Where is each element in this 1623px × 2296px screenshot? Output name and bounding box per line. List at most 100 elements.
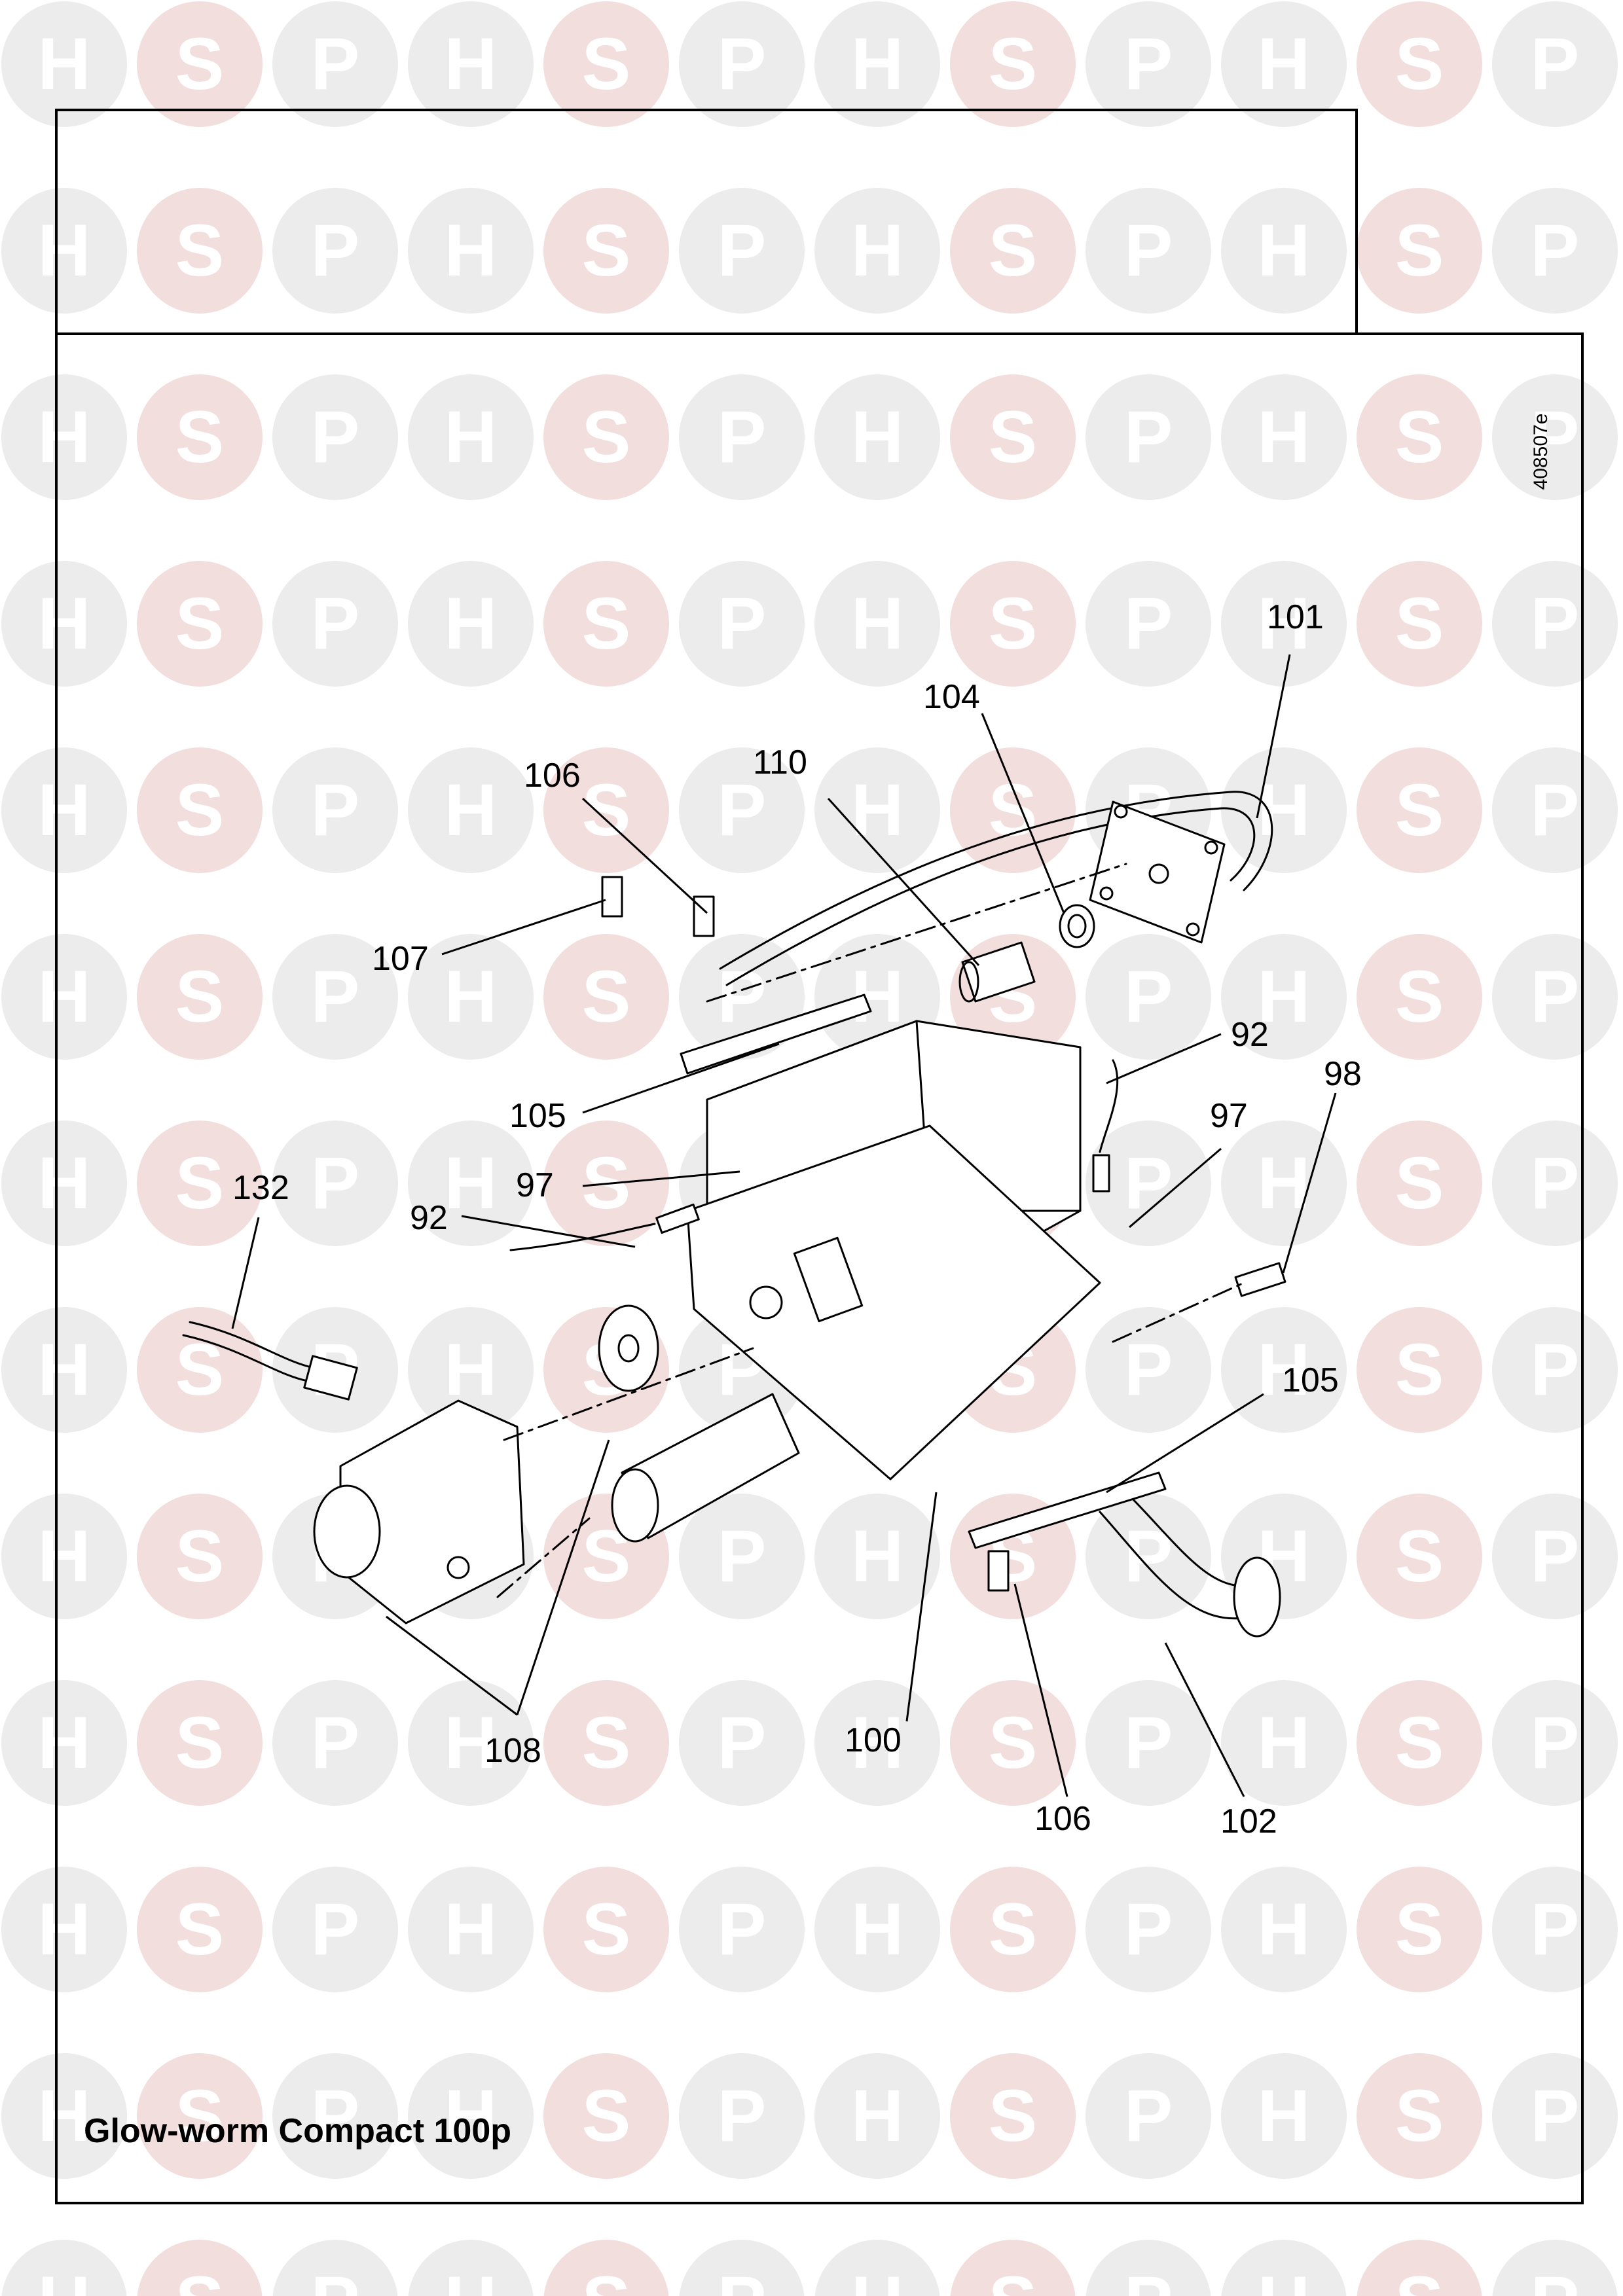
watermark-letter: H bbox=[445, 956, 498, 1037]
watermark-circle bbox=[1357, 934, 1482, 1060]
watermark-letter: H bbox=[38, 583, 91, 664]
watermark-letter: P bbox=[718, 1702, 767, 1784]
watermark-circle bbox=[1, 1121, 127, 1246]
watermark-circle bbox=[1, 561, 127, 687]
watermark-letter: P bbox=[311, 23, 360, 105]
watermark-circle bbox=[272, 2053, 398, 2179]
watermark-letter: S bbox=[582, 2261, 631, 2296]
watermark-letter: S bbox=[175, 209, 225, 291]
callout-97-left: 97 bbox=[516, 1166, 554, 1204]
callout-100: 100 bbox=[845, 1721, 902, 1759]
watermark-circle bbox=[1, 1307, 127, 1433]
watermark-letter: S bbox=[175, 2261, 225, 2296]
watermark-letter: P bbox=[718, 583, 767, 664]
watermark-letter: H bbox=[445, 1329, 498, 1410]
watermark-circle bbox=[1492, 561, 1618, 687]
callout-106-bottom: 106 bbox=[1034, 1800, 1091, 1838]
callout-104: 104 bbox=[923, 678, 980, 716]
watermark-circle bbox=[1492, 188, 1618, 314]
watermark-circle bbox=[1085, 934, 1211, 1060]
watermark-circle bbox=[272, 1, 398, 127]
watermark-circle bbox=[1492, 747, 1618, 873]
watermark-circle bbox=[814, 188, 940, 314]
watermark-circle bbox=[1492, 1, 1618, 127]
watermark-circle bbox=[814, 561, 940, 687]
watermark-circle bbox=[543, 1, 669, 127]
watermark-circle bbox=[1357, 188, 1482, 314]
watermark-letter: S bbox=[582, 1702, 631, 1784]
callout-labels: 101 104 110 106 107 92 98 97 105 97 92 1… bbox=[232, 598, 1362, 1840]
watermark-circle bbox=[137, 2053, 263, 2179]
watermark-circle bbox=[1221, 1867, 1347, 1992]
watermark-circle bbox=[408, 2053, 534, 2179]
watermark-circle bbox=[1221, 934, 1347, 1060]
watermark-letter: H bbox=[445, 209, 498, 291]
watermark-circle bbox=[814, 1867, 940, 1992]
watermark-circle bbox=[1, 2240, 127, 2296]
watermark-circle bbox=[137, 1121, 263, 1246]
watermark-letter: P bbox=[718, 769, 767, 851]
watermark-circle bbox=[1085, 1, 1211, 127]
watermark-letter: S bbox=[989, 23, 1038, 105]
watermark-circle bbox=[272, 1867, 398, 1992]
watermark-letter: S bbox=[582, 1888, 631, 1970]
watermark-letter: H bbox=[851, 1702, 904, 1784]
watermark-circle bbox=[1357, 561, 1482, 687]
watermark-letter: S bbox=[1395, 1888, 1444, 1970]
watermark-letter: H bbox=[1258, 23, 1311, 105]
watermark-circle bbox=[950, 374, 1076, 500]
watermark-circle bbox=[272, 374, 398, 500]
watermark-circle bbox=[408, 188, 534, 314]
watermark-circle bbox=[137, 934, 263, 1060]
diagram-frame bbox=[55, 332, 1584, 2204]
watermark-letter: P bbox=[1124, 209, 1173, 291]
watermark-circle bbox=[543, 1867, 669, 1992]
watermark-letter: P bbox=[311, 956, 360, 1037]
watermark-letter: P bbox=[1531, 769, 1580, 851]
callout-98: 98 bbox=[1324, 1055, 1362, 1093]
watermark-circle bbox=[1, 747, 127, 873]
watermark-circle bbox=[137, 1, 263, 127]
watermark-circle bbox=[1492, 1680, 1618, 1806]
watermark-circle bbox=[1221, 2240, 1347, 2296]
watermark-circle bbox=[408, 2240, 534, 2296]
watermark-circle bbox=[408, 374, 534, 500]
watermark-letter: H bbox=[445, 1142, 498, 1224]
watermark-letter: S bbox=[175, 2075, 225, 2157]
watermark-circle bbox=[679, 747, 805, 873]
solenoid-operator bbox=[313, 1304, 659, 1624]
watermark-circle bbox=[1357, 1494, 1482, 1619]
watermark-letter: P bbox=[311, 1888, 360, 1970]
watermark-circle bbox=[1, 188, 127, 314]
watermark-letter: H bbox=[1258, 769, 1311, 851]
watermark-circle bbox=[1357, 374, 1482, 500]
watermark-letter: S bbox=[582, 956, 631, 1037]
watermark-circle bbox=[950, 1, 1076, 127]
watermark-circle bbox=[1221, 1, 1347, 127]
watermark-letter: P bbox=[1531, 23, 1580, 105]
watermark-circle bbox=[137, 1307, 263, 1433]
inlet-pipe bbox=[1099, 1491, 1281, 1638]
watermark-circle bbox=[679, 188, 805, 314]
watermark-circle bbox=[1085, 1121, 1211, 1246]
watermark-letter: P bbox=[311, 583, 360, 664]
watermark-letter: S bbox=[989, 209, 1038, 291]
watermark-letter: P bbox=[1531, 1515, 1580, 1597]
watermark-letter: S bbox=[175, 1515, 225, 1597]
watermark-letter: P bbox=[1124, 956, 1173, 1037]
callout-106-top: 106 bbox=[524, 757, 581, 795]
watermark-letter: S bbox=[989, 2075, 1038, 2157]
watermark-circle bbox=[950, 1680, 1076, 1806]
watermark-circle bbox=[1357, 747, 1482, 873]
watermark-letter: H bbox=[445, 769, 498, 851]
watermark-circle bbox=[1221, 1121, 1347, 1246]
watermark-letter: H bbox=[1258, 2075, 1311, 2157]
watermark-circle bbox=[543, 188, 669, 314]
watermark-letter: P bbox=[1124, 2261, 1173, 2296]
watermark-letter: P bbox=[1531, 1888, 1580, 1970]
watermark-circle bbox=[1357, 1121, 1482, 1246]
watermark-letter: H bbox=[38, 2075, 91, 2157]
watermark-letter: S bbox=[989, 1888, 1038, 1970]
callout-102: 102 bbox=[1220, 1803, 1277, 1840]
watermark-letter: H bbox=[851, 1888, 904, 1970]
